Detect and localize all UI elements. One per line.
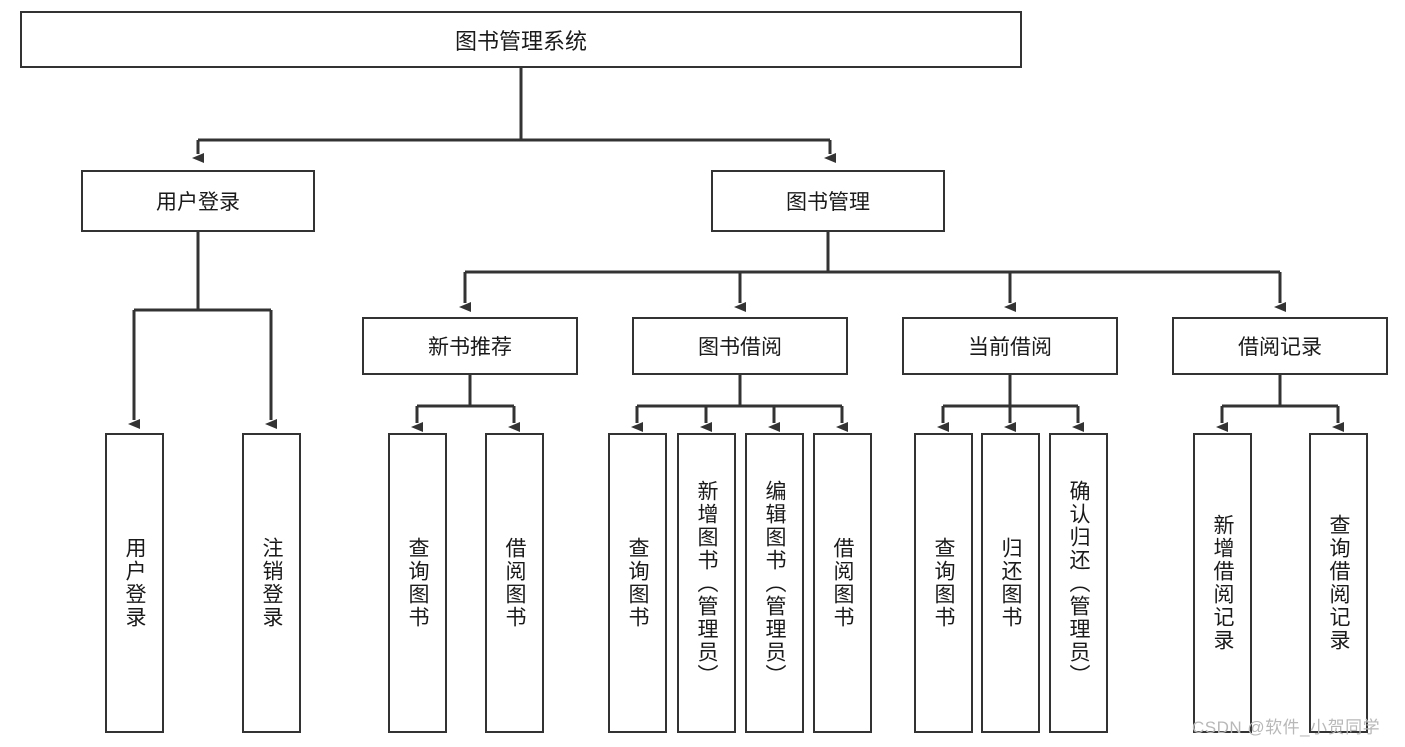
node-book-borrow[interactable]: 图书借阅 (632, 317, 848, 375)
node-leaf-logout[interactable]: 注销登录 (242, 433, 301, 733)
node-leaf-return-book[interactable]: 归还图书 (981, 433, 1040, 733)
node-leaf-confirm-return-label: 确认归还（管理员） (1067, 479, 1090, 687)
node-current-borrow[interactable]: 当前借阅 (902, 317, 1118, 375)
node-borrow-record[interactable]: 借阅记录 (1172, 317, 1388, 375)
node-leaf-user-login-label: 用户登录 (123, 537, 146, 629)
node-leaf-borrow-book-1[interactable]: 借阅图书 (485, 433, 544, 733)
node-leaf-query-record[interactable]: 查询借阅记录 (1309, 433, 1368, 733)
node-leaf-add-record[interactable]: 新增借阅记录 (1193, 433, 1252, 733)
node-leaf-add-book-label: 新增图书（管理员） (695, 479, 718, 687)
node-leaf-confirm-return[interactable]: 确认归还（管理员） (1049, 433, 1108, 733)
node-book-manage-label: 图书管理 (786, 191, 870, 214)
node-leaf-return-book-label: 归还图书 (999, 537, 1022, 629)
node-leaf-borrow-book-1-label: 借阅图书 (503, 537, 526, 629)
node-user-login[interactable]: 用户登录 (81, 170, 315, 232)
node-leaf-query-book-1-label: 查询图书 (406, 537, 429, 629)
node-user-login-label: 用户登录 (156, 191, 240, 214)
node-leaf-query-book-3-label: 查询图书 (932, 537, 955, 629)
node-leaf-query-book-1[interactable]: 查询图书 (388, 433, 447, 733)
node-new-book-rec-label: 新书推荐 (428, 336, 512, 359)
node-leaf-query-book-3[interactable]: 查询图书 (914, 433, 973, 733)
node-leaf-add-book[interactable]: 新增图书（管理员） (677, 433, 736, 733)
node-leaf-borrow-book-2[interactable]: 借阅图书 (813, 433, 872, 733)
node-leaf-add-record-label: 新增借阅记录 (1211, 514, 1234, 652)
node-new-book-rec[interactable]: 新书推荐 (362, 317, 578, 375)
node-leaf-user-login[interactable]: 用户登录 (105, 433, 164, 733)
node-borrow-record-label: 借阅记录 (1238, 336, 1322, 359)
node-root[interactable]: 图书管理系统 (20, 11, 1022, 68)
node-book-manage[interactable]: 图书管理 (711, 170, 945, 232)
node-leaf-edit-book[interactable]: 编辑图书（管理员） (745, 433, 804, 733)
node-leaf-query-record-label: 查询借阅记录 (1327, 514, 1350, 652)
node-leaf-query-book-2-label: 查询图书 (626, 537, 649, 629)
node-book-borrow-label: 图书借阅 (698, 336, 782, 359)
node-leaf-logout-label: 注销登录 (260, 537, 283, 629)
node-leaf-borrow-book-2-label: 借阅图书 (831, 537, 854, 629)
node-leaf-edit-book-label: 编辑图书（管理员） (763, 479, 786, 687)
node-leaf-query-book-2[interactable]: 查询图书 (608, 433, 667, 733)
node-current-borrow-label: 当前借阅 (968, 336, 1052, 359)
node-root-label: 图书管理系统 (454, 28, 587, 54)
